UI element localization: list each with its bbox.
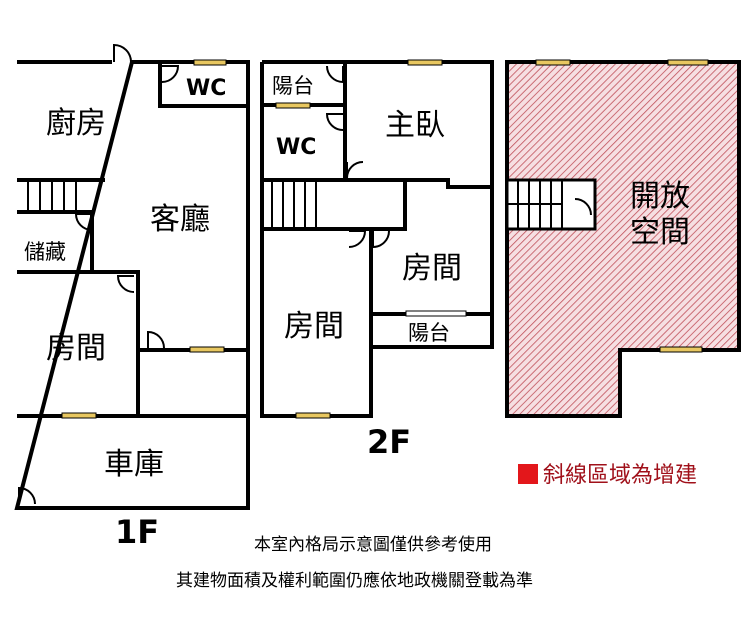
windows-3f: [535, 59, 709, 353]
room-garage: 車庫: [104, 447, 164, 482]
stairs-2f: [271, 180, 317, 229]
doors-2f: [325, 65, 390, 249]
room-kitchen: 廚房: [46, 106, 106, 141]
room-wc-1f: WC: [186, 76, 226, 101]
doors-1f: [18, 43, 180, 505]
windows-1f: [61, 59, 227, 419]
room-bedroom-2f-right: 房間: [402, 251, 462, 286]
legend-swatch: [518, 464, 538, 484]
stairs-3f: [505, 178, 597, 231]
room-bedroom-1f: 房間: [46, 331, 106, 366]
floor-2f-plan: [260, 60, 494, 418]
open-space-label-1: 開放: [630, 179, 690, 214]
note-line-1: 本室內格局示意圖僅供參考使用: [254, 534, 492, 555]
room-bedroom-2f-left: 房間: [284, 309, 344, 344]
room-balcony-mid: 陽台: [408, 321, 450, 345]
room-balcony-top: 陽台: [272, 74, 314, 98]
room-master: 主臥: [385, 108, 445, 143]
windows-2f: [275, 59, 467, 419]
room-storage: 儲藏: [24, 240, 66, 264]
room-wc-2f: WC: [276, 135, 316, 160]
floor-label-1f: 1F: [115, 513, 159, 551]
floor-label-2f: 2F: [367, 423, 411, 461]
room-living: 客廳: [150, 202, 210, 237]
note-line-2: 其建物面積及權利範圍仍應依地政機關登載為準: [176, 570, 533, 591]
addition-area: [505, 60, 741, 418]
open-space-label-2: 空間: [630, 215, 690, 250]
legend-text: 斜線區域為增建: [543, 463, 697, 488]
stairs-1f: [27, 180, 77, 212]
